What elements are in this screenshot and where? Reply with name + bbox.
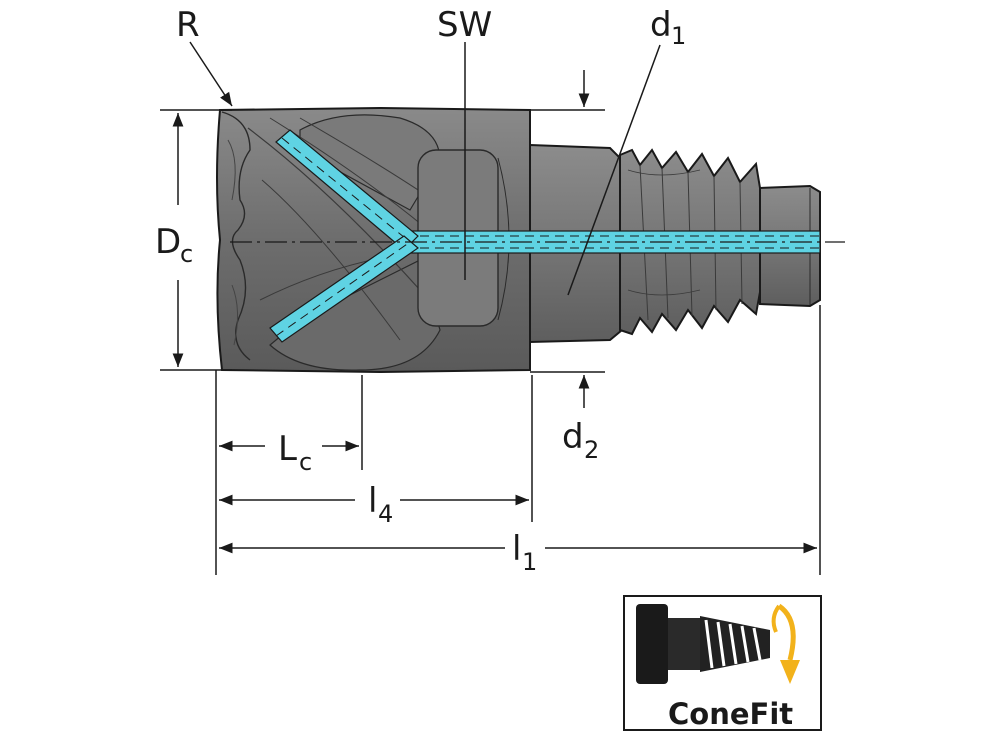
label-l1-sub: 1 — [522, 548, 537, 576]
label-lc: L — [278, 429, 297, 469]
conefit-text: ConeFit — [668, 697, 793, 731]
coolant-channels — [269, 129, 821, 343]
dimension-lines — [160, 41, 821, 575]
label-dc-sub: c — [180, 240, 193, 268]
label-d2: d — [562, 417, 584, 457]
dimension-labels: R SW d 1 D c d 2 L c l 4 l 1 — [155, 5, 686, 576]
label-l4-sub: 4 — [378, 500, 393, 528]
label-dc: D — [155, 222, 181, 262]
rotation-arrow-icon — [771, 603, 800, 684]
conefit-badge: ConeFit — [623, 595, 822, 731]
label-l4: l — [368, 481, 377, 521]
label-lc-sub: c — [299, 448, 312, 476]
label-l1: l — [512, 529, 521, 569]
conefit-tool-icon — [636, 604, 770, 684]
label-r: R — [176, 5, 200, 45]
label-d1-sub: 1 — [671, 22, 686, 50]
label-d1: d — [650, 5, 672, 45]
label-sw: SW — [437, 5, 492, 45]
label-d2-sub: 2 — [584, 436, 599, 464]
